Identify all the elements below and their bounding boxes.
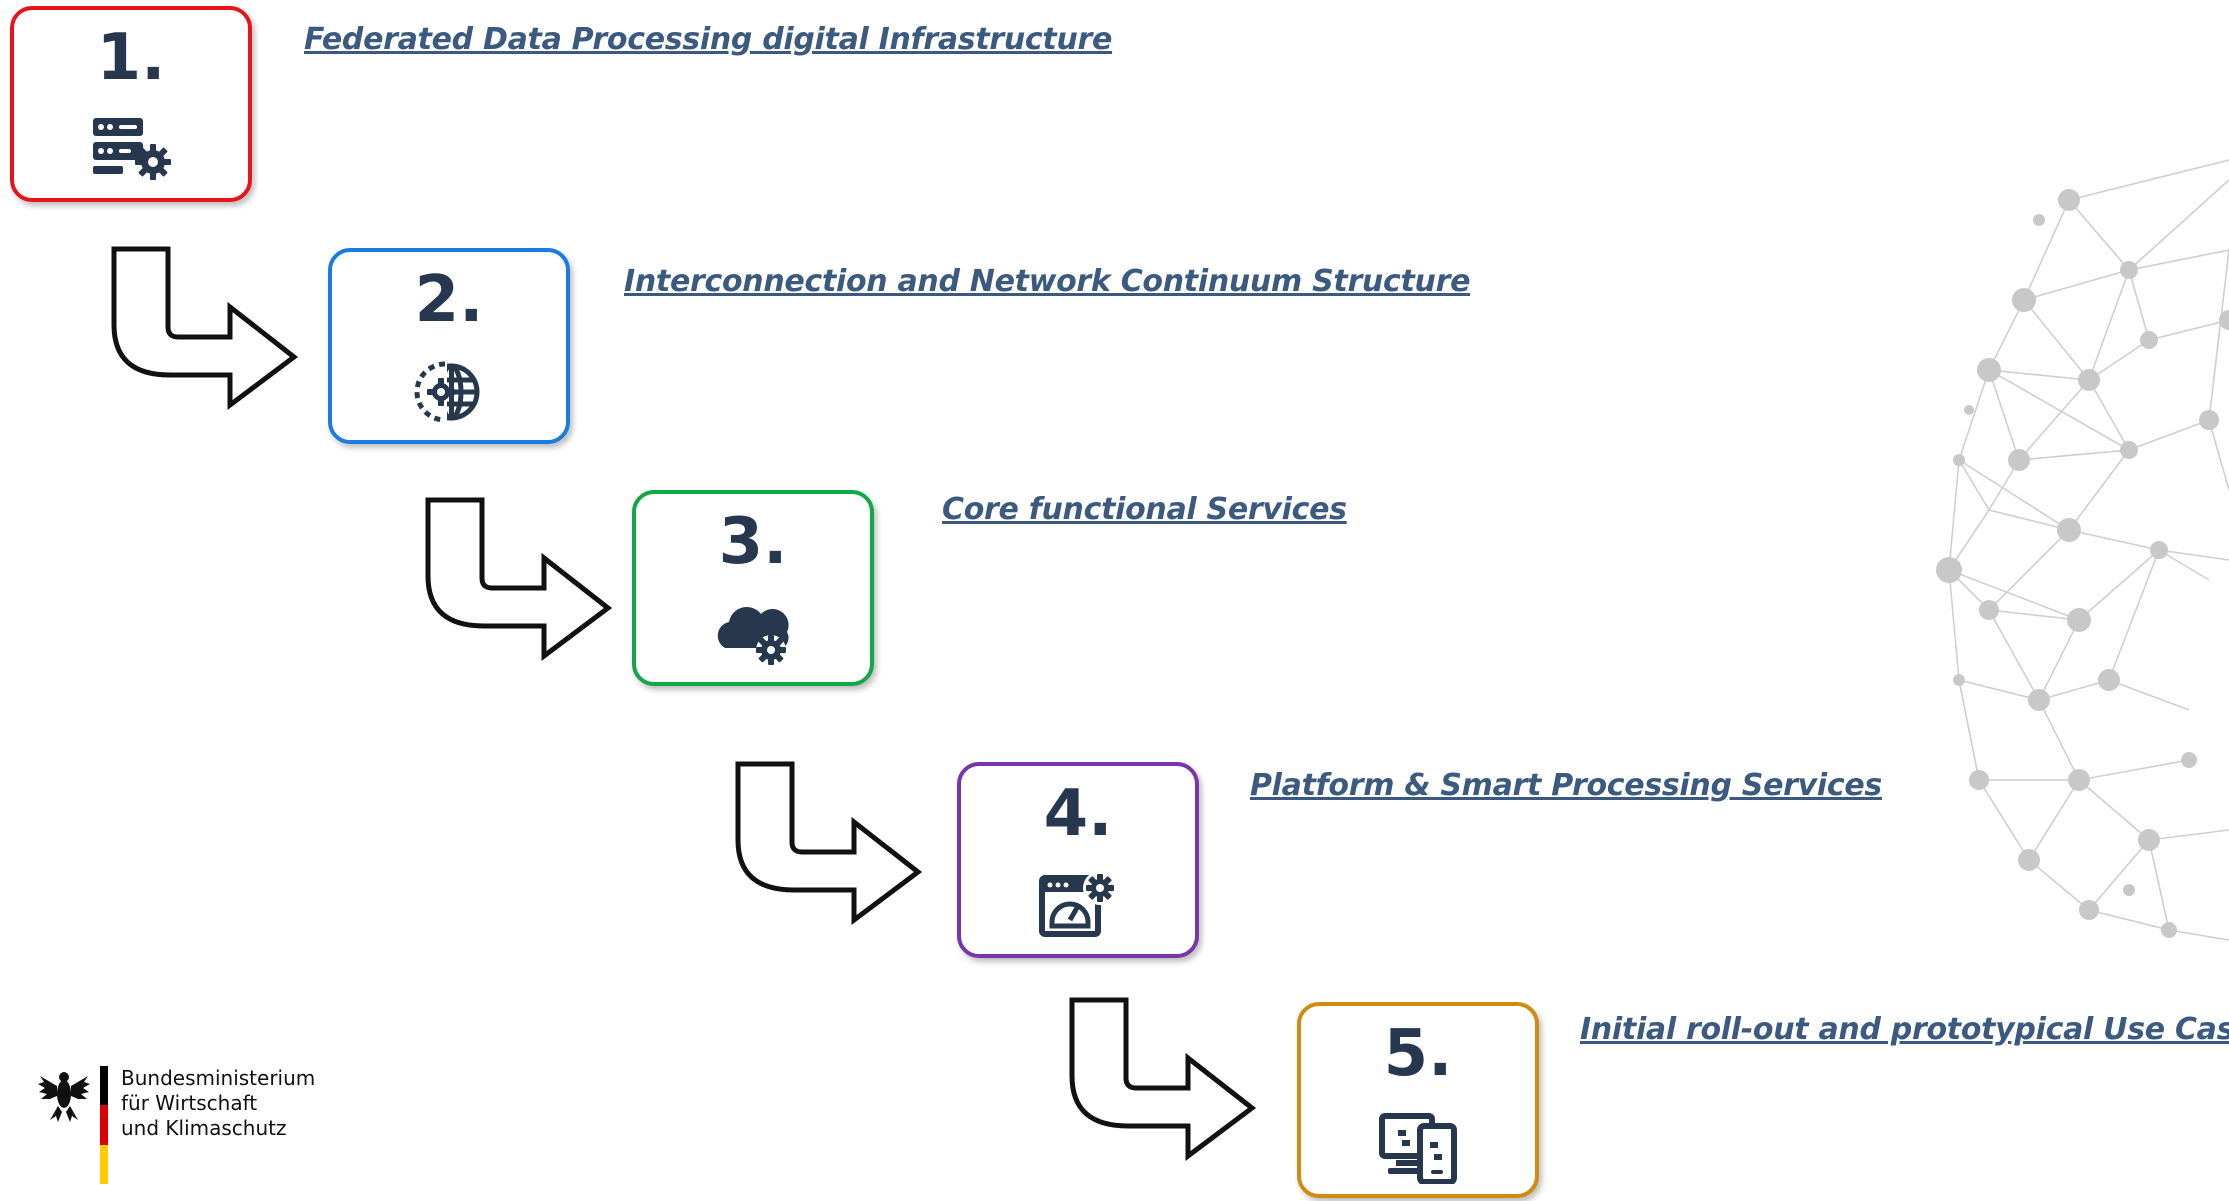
step-3-title[interactable]: Core functional Services [942, 492, 1347, 527]
step-4-title[interactable]: Platform & Smart Processing Services [1250, 768, 1882, 803]
step-3-number: 3. [718, 505, 788, 579]
ministry-line-2: für Wirtschaft [121, 1091, 258, 1115]
devices-gear-icon [1379, 1113, 1457, 1184]
german-flag-bar [100, 1066, 108, 1184]
arrow-3-to-4 [735, 761, 923, 925]
step-5-box[interactable]: 5. [1297, 1002, 1539, 1198]
server-gear-icon [93, 118, 171, 180]
step-1-title[interactable]: Federated Data Processing digital Infras… [304, 22, 1113, 57]
step-2-box[interactable]: 2. [328, 248, 570, 444]
step-1-box[interactable]: 1. [10, 6, 252, 202]
step-1-number: 1. [96, 21, 166, 95]
step-5-title[interactable]: Initial roll-out and prototypical Use Ca… [1580, 1012, 2229, 1047]
step-5-number: 5. [1383, 1017, 1453, 1091]
step-2-number: 2. [414, 263, 484, 337]
arrow-4-to-5 [1069, 997, 1257, 1161]
step-2-title[interactable]: Interconnection and Network Continuum St… [624, 264, 1471, 299]
arrow-1-to-2 [111, 246, 299, 410]
globe-gear-icon [414, 360, 480, 424]
dashboard-gear-icon [1039, 871, 1117, 937]
step-3-box[interactable]: 3. [632, 490, 874, 686]
cloud-gear-icon [717, 606, 789, 665]
federal-eagle-icon [38, 1072, 90, 1122]
arrow-2-to-3 [425, 497, 613, 661]
step-4-number: 4. [1043, 777, 1113, 851]
ministry-logo: Bundesministerium für Wirtschaft und Kli… [38, 1060, 338, 1185]
ministry-name: Bundesministerium für Wirtschaft und Kli… [121, 1066, 315, 1141]
step-4-box[interactable]: 4. [957, 762, 1199, 958]
ministry-line-1: Bundesministerium [121, 1066, 316, 1090]
network-globe-decoration [1936, 159, 2229, 941]
ministry-line-3: und Klimaschutz [121, 1116, 287, 1140]
